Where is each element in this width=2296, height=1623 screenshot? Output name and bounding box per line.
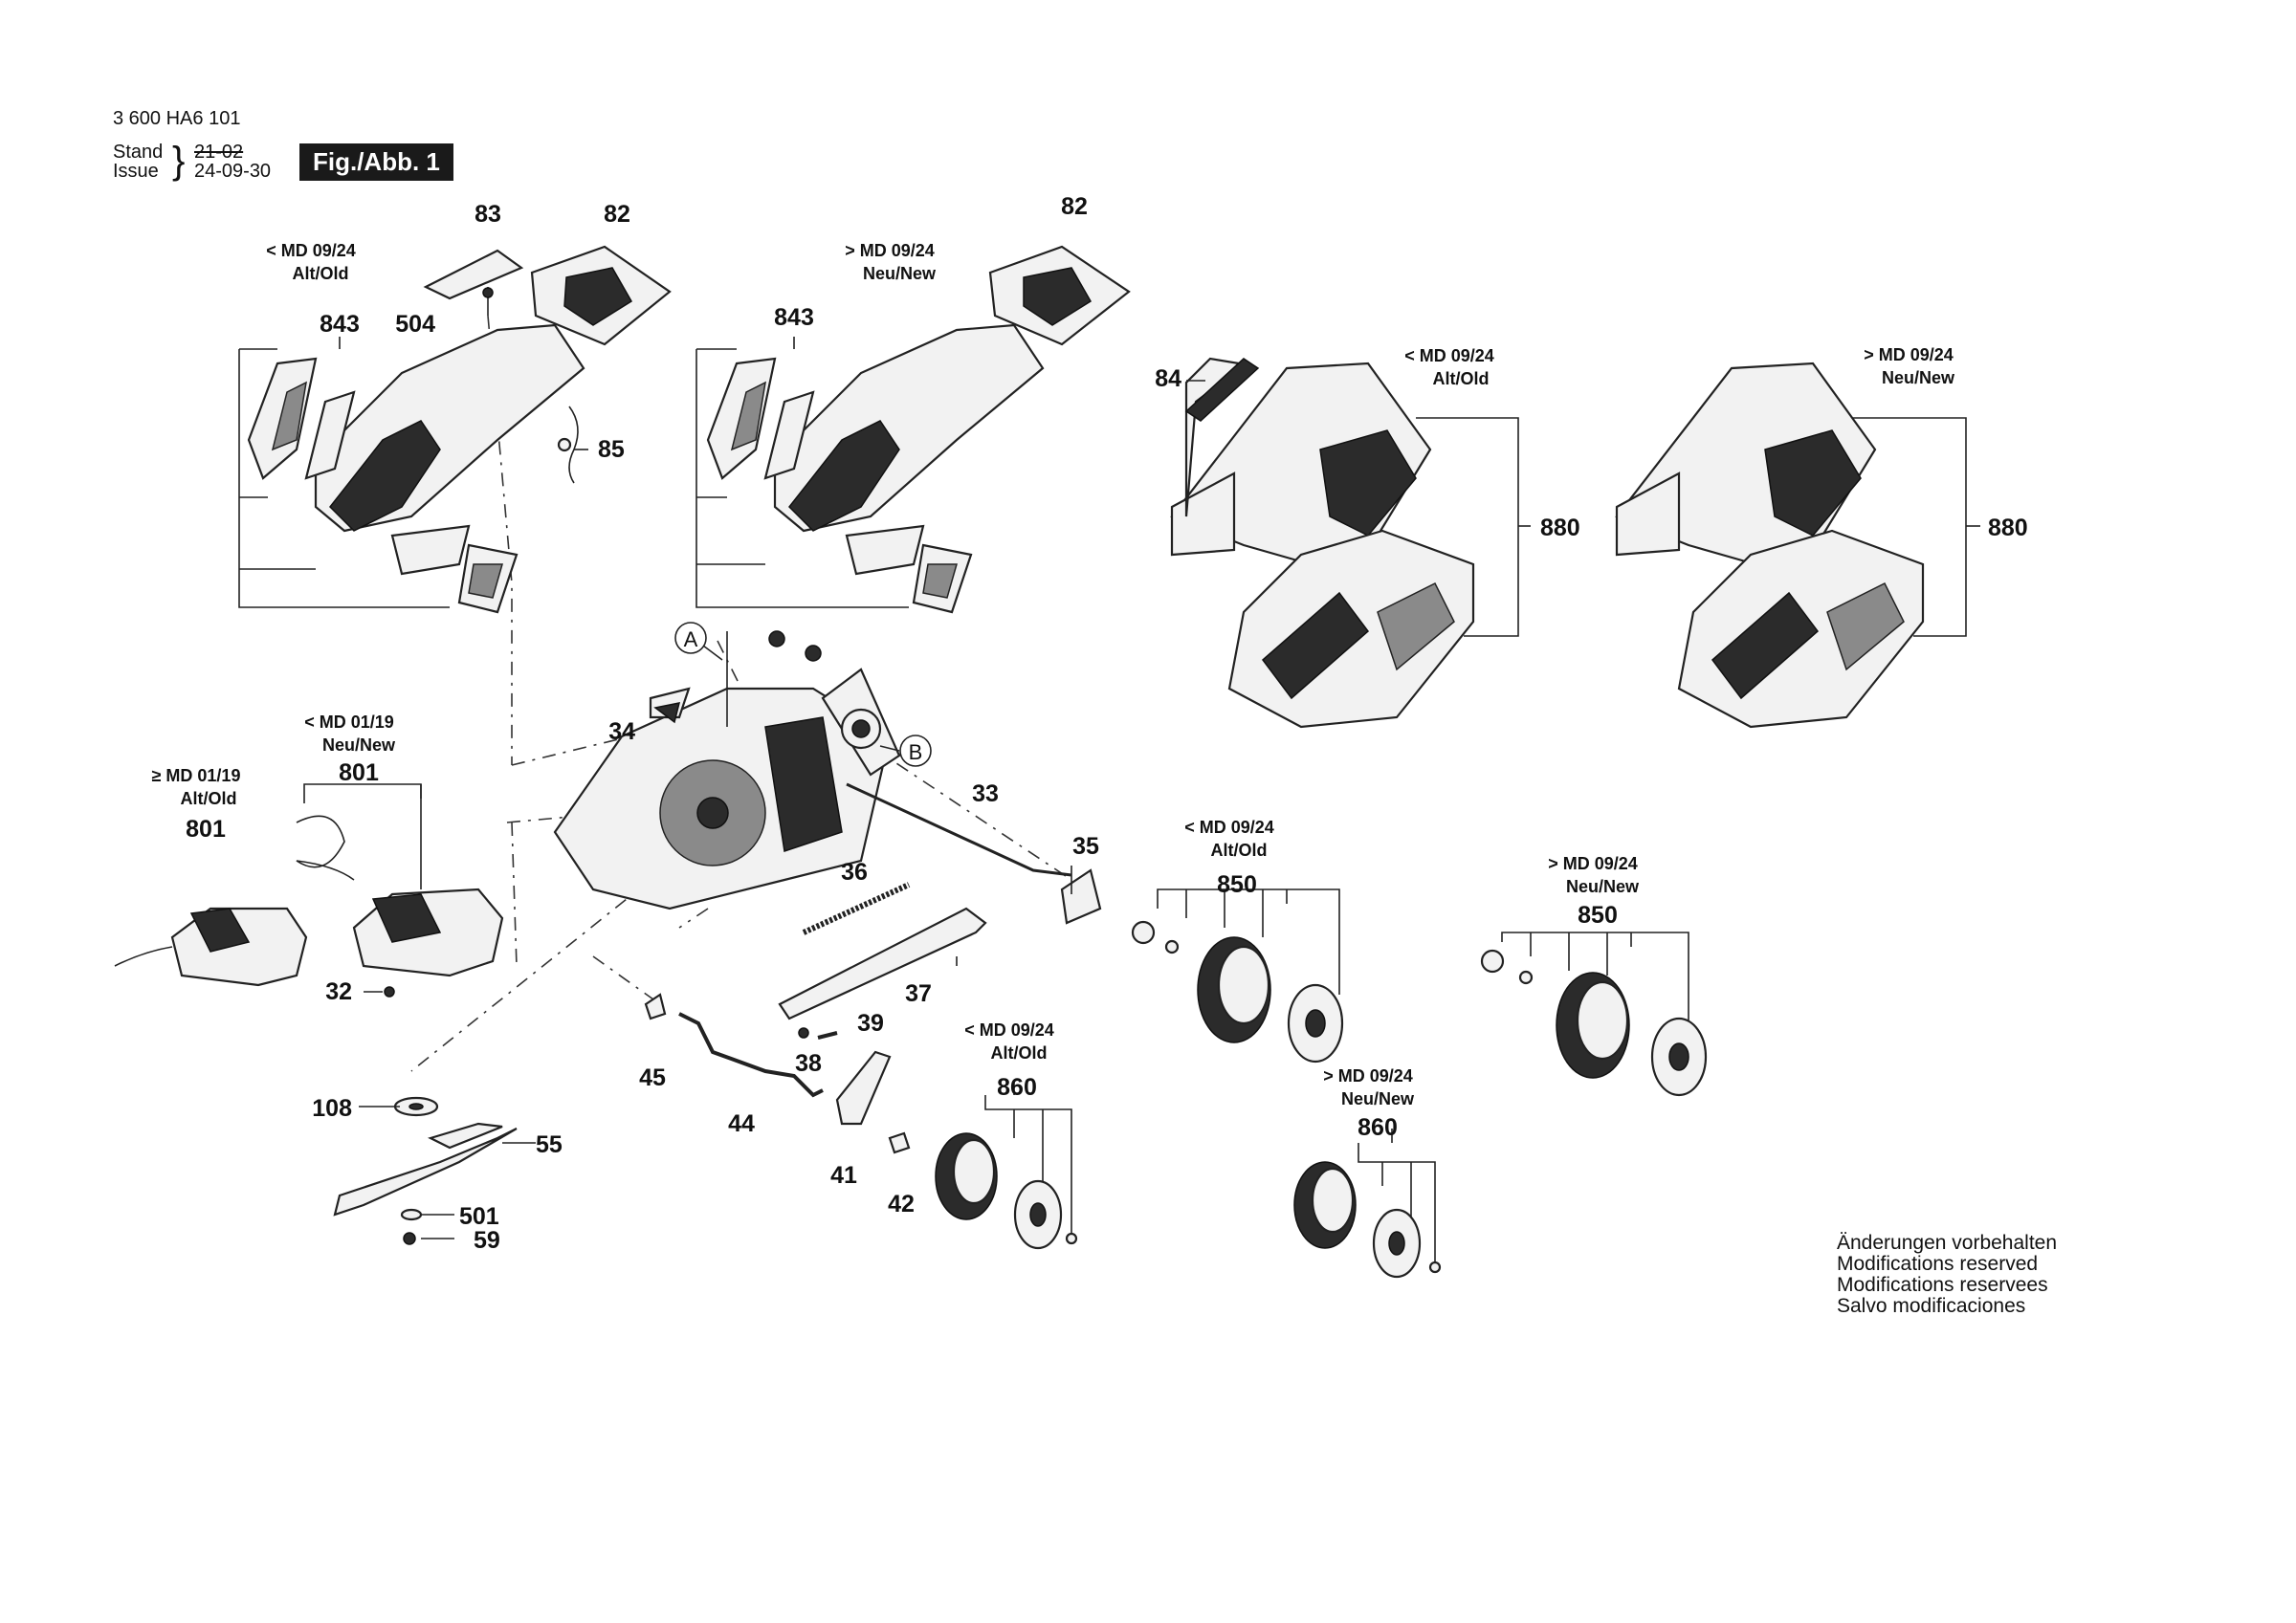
callout-850: 850: [1217, 871, 1257, 898]
svg-text:< MD 09/24: < MD 09/24: [1404, 346, 1494, 365]
svg-text:Alt/Old: Alt/Old: [1433, 369, 1490, 388]
callout-85: 85: [598, 436, 625, 463]
callout-501: 501: [459, 1203, 499, 1230]
part-41: [835, 1050, 892, 1126]
old-date: 21-02: [194, 142, 244, 163]
callout-35: 35: [1072, 833, 1099, 860]
grass-box-new: [1615, 362, 1967, 729]
note-line: Salvo modificaciones: [1837, 1295, 2026, 1317]
part-callouts: 83 82 82 504 843 843 85 84 880 880 34 33…: [186, 193, 2028, 1254]
svg-text:Neu/New: Neu/New: [1566, 877, 1640, 896]
callout-39: 39: [857, 1010, 884, 1037]
callout-880: 880: [1988, 515, 2028, 541]
callout-34: 34: [608, 718, 635, 745]
callout-44: 44: [728, 1110, 755, 1137]
callout-32: 32: [325, 978, 352, 1005]
handle-new: [695, 245, 1131, 614]
rod-44: [678, 1012, 824, 1098]
screw-39: [817, 1031, 838, 1040]
brace-icon: }: [172, 140, 186, 182]
svg-text:< MD 09/24: < MD 09/24: [266, 241, 356, 260]
callout-33: 33: [972, 780, 999, 807]
svg-text:Neu/New: Neu/New: [322, 735, 396, 755]
handle-grip-84: [1184, 358, 1260, 422]
svg-text:< MD 09/24: < MD 09/24: [964, 1020, 1054, 1040]
svg-text:Neu/New: Neu/New: [863, 264, 937, 283]
rear-wheel-new: [1480, 932, 1708, 1097]
svg-text:< MD 01/19: < MD 01/19: [304, 713, 394, 732]
callout-860: 860: [997, 1074, 1037, 1101]
callout-801: 801: [186, 816, 226, 843]
callout-82: 82: [604, 201, 630, 228]
motor-old: [114, 907, 308, 987]
bracket-801a: [303, 783, 422, 803]
part-42: [888, 1131, 911, 1154]
ref-circle-b: [899, 735, 932, 767]
callout-82: 82: [1061, 193, 1088, 220]
motor-new: [296, 815, 504, 998]
svg-text:Alt/Old: Alt/Old: [991, 1043, 1048, 1063]
axle-33: [846, 782, 1072, 877]
front-wheel-old: [935, 1095, 1078, 1250]
stand-label: Stand: [113, 142, 164, 163]
svg-text:> MD 09/24: > MD 09/24: [1323, 1066, 1413, 1086]
svg-text:Alt/Old: Alt/Old: [181, 789, 237, 808]
grass-box-old: [1170, 357, 1519, 729]
callout-42: 42: [888, 1191, 915, 1217]
spring-36: [802, 882, 911, 935]
callout-41: 41: [830, 1162, 857, 1189]
new-date: 24-09-30: [194, 161, 272, 182]
svg-text:B: B: [909, 740, 923, 764]
svg-text:> MD 09/24: > MD 09/24: [845, 241, 935, 260]
rear-wheel-old: [1131, 888, 1344, 1064]
callout-37: 37: [905, 980, 932, 1007]
callout-45: 45: [639, 1064, 666, 1091]
svg-text:Alt/Old: Alt/Old: [1211, 841, 1268, 860]
svg-text:< MD 09/24: < MD 09/24: [1184, 818, 1274, 837]
callout-83: 83: [475, 201, 501, 228]
callout-504: 504: [395, 311, 435, 338]
note-line: Modifications reservees: [1837, 1274, 2048, 1296]
callout-801: 801: [339, 759, 379, 786]
callout-850: 850: [1578, 902, 1618, 929]
svg-text:Neu/New: Neu/New: [1882, 368, 1955, 387]
callout-84: 84: [1155, 365, 1181, 392]
svg-text:A: A: [684, 627, 698, 651]
leader-lines: [359, 380, 1980, 1239]
lever-37: [778, 907, 987, 1020]
callout-880: 880: [1540, 515, 1580, 541]
svg-text:Alt/Old: Alt/Old: [293, 264, 349, 283]
part-35: [1060, 868, 1102, 925]
svg-text:> MD 09/24: > MD 09/24: [1864, 345, 1954, 364]
callout-108: 108: [312, 1095, 352, 1122]
figure-badge: Fig./Abb. 1: [299, 143, 453, 181]
svg-text:Neu/New: Neu/New: [1341, 1089, 1415, 1108]
issue-label: Issue: [113, 161, 159, 182]
mower-deck: [553, 630, 901, 910]
callout-55: 55: [536, 1131, 563, 1158]
ref-circle-a: [674, 622, 707, 654]
front-wheel-new: [1293, 1143, 1442, 1279]
callout-59: 59: [474, 1227, 500, 1254]
callout-843: 843: [774, 304, 814, 331]
note-line: Modifications reserved: [1837, 1253, 2039, 1275]
callout-860: 860: [1358, 1114, 1398, 1141]
handle-old: [238, 245, 672, 614]
doc-number: 3 600 HA6 101: [113, 108, 241, 129]
svg-text:≥ MD 01/19: ≥ MD 01/19: [152, 766, 241, 785]
part-45: [644, 993, 667, 1020]
variant-labels: < MD 09/24 Alt/Old > MD 09/24 Neu/New < …: [152, 241, 1955, 1108]
note-line: Änderungen vorbehalten: [1837, 1232, 2058, 1254]
callout-38: 38: [795, 1050, 822, 1077]
callout-36: 36: [841, 859, 868, 886]
nut-38: [798, 1027, 809, 1039]
blade-assembly: [333, 1096, 536, 1245]
callout-843: 843: [320, 311, 360, 338]
svg-text:> MD 09/24: > MD 09/24: [1548, 854, 1638, 873]
